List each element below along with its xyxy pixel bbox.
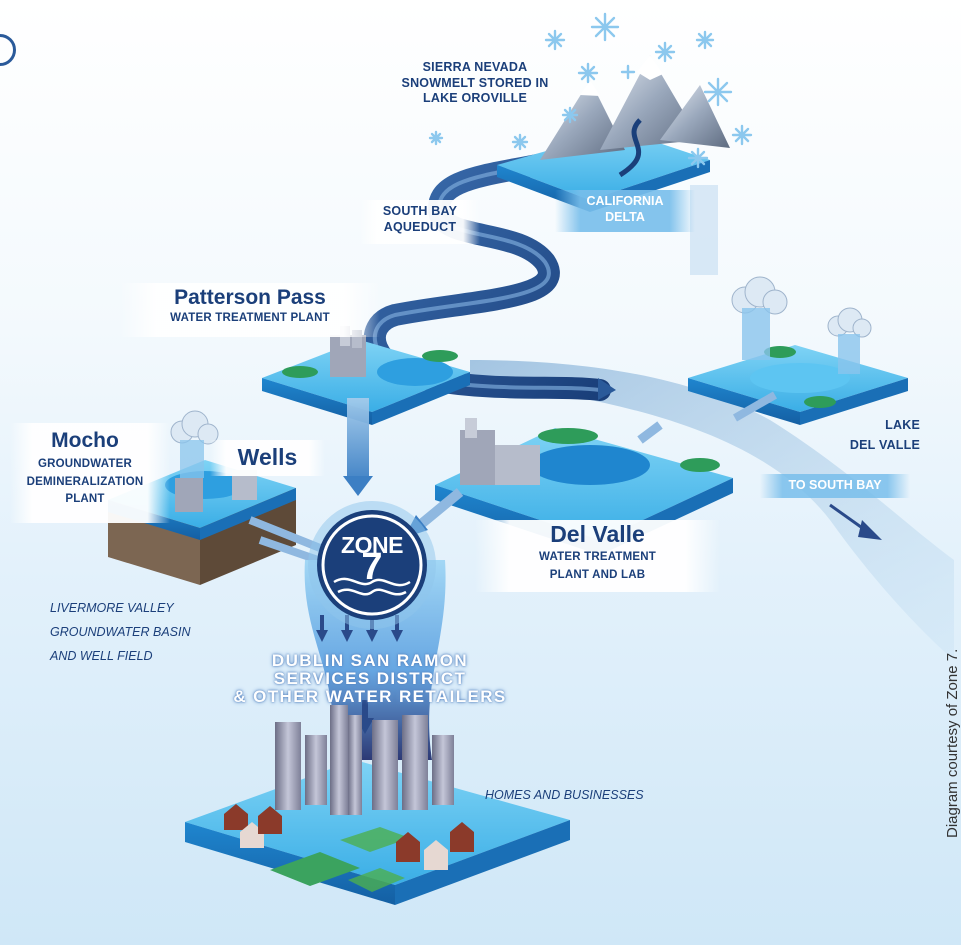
zone7-logo-numeral: 7	[361, 546, 383, 588]
zone7-logo-text: ZONE	[341, 532, 403, 558]
partial-glyph	[0, 30, 16, 70]
del-valle-sub-2: PLANT AND LAB	[549, 568, 646, 581]
patterson-panel	[120, 283, 380, 337]
retailers-line-3: & OTHER WATER RETAILERS	[233, 686, 507, 706]
california-delta-panel	[555, 190, 695, 232]
mocho-sub-1: GROUNDWATER	[38, 458, 132, 471]
lake-del-valle-label: LAKE DEL VALLE	[830, 415, 920, 455]
mocho-sub-2: DEMINERALIZATION	[26, 475, 144, 488]
wells-label: Wells	[237, 444, 298, 470]
mocho-sub-3: PLANT	[65, 492, 105, 505]
to-south-bay-panel	[760, 474, 910, 498]
mocho-panel	[10, 423, 170, 523]
sierra-line-1: SIERRA NEVADA	[422, 60, 528, 74]
lake-line-2: DEL VALLE	[849, 438, 920, 452]
lake-line-1: LAKE	[885, 418, 920, 432]
homes-label: HOMES AND BUSINESSES	[485, 788, 644, 802]
basin-line-2: GROUNDWATER BASIN	[50, 624, 191, 639]
sierra-nevada-label: SIERRA NEVADA SNOWMELT STORED IN LAKE OR…	[385, 60, 565, 107]
zone7-logo	[308, 501, 436, 629]
basin-line-1: LIVERMORE VALLEY	[50, 601, 174, 615]
aqueduct-label: SOUTH BAY AQUEDUCT	[360, 204, 480, 235]
credit-text: Diagram courtesy of Zone 7.	[944, 648, 961, 838]
to-south-bay-label: TO SOUTH BAY	[788, 478, 882, 492]
aqueduct-line-1: SOUTH BAY	[382, 204, 458, 218]
del-valle-panel	[475, 520, 720, 592]
del-valle-title: Del Valle	[550, 521, 645, 547]
patterson-pass-label: Patterson Pass WATER TREATMENT PLANT	[120, 285, 380, 326]
delta-line-1: CALIFORNIA	[586, 194, 664, 208]
aqueduct-line-2: AQUEDUCT	[383, 219, 457, 234]
sierra-line-2: SNOWMELT STORED IN	[401, 75, 549, 90]
wells-panel	[210, 440, 325, 476]
california-delta-label: CALIFORNIA DELTA	[555, 194, 695, 225]
del-valle-label: Del Valle WATER TREATMENT PLANT AND LAB	[475, 520, 720, 584]
del-valle-sub-1: WATER TREATMENT	[539, 550, 656, 563]
basin-line-3: AND WELL FIELD	[50, 648, 153, 663]
retailers-line-2: SERVICES DISTRICT	[273, 668, 467, 688]
aqueduct-panel	[360, 200, 480, 244]
sierra-line-3: LAKE OROVILLE	[423, 91, 527, 106]
mocho-label: Mocho GROUNDWATER DEMINERALIZATION PLANT	[10, 428, 160, 508]
patterson-subtitle: WATER TREATMENT PLANT	[170, 312, 330, 325]
mocho-title: Mocho	[51, 429, 119, 452]
groundwater-basin-label: LIVERMORE VALLEY GROUNDWATER BASIN AND W…	[50, 597, 250, 668]
retailers-line-1: DUBLIN SAN RAMON	[271, 651, 469, 670]
patterson-title: Patterson Pass	[174, 286, 326, 309]
delta-line-2: DELTA	[605, 209, 645, 224]
retailers-label: DUBLIN SAN RAMON SERVICES DISTRICT & OTH…	[190, 652, 550, 706]
